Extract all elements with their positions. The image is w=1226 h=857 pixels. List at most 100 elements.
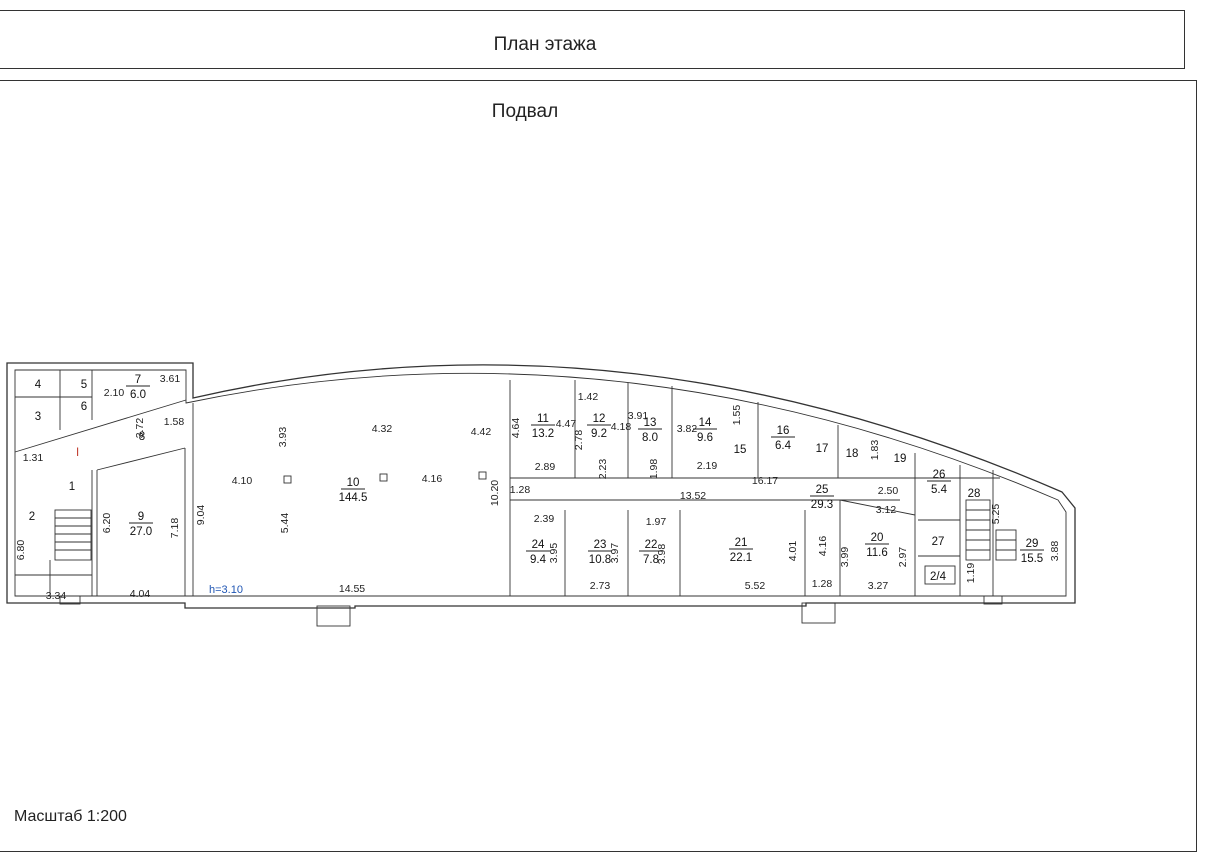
dimension-label: 2.23 (597, 459, 609, 480)
room-number-12: 12 (593, 413, 606, 425)
dimension-label: 3.93 (277, 427, 289, 448)
dimension-label: 3.12 (876, 504, 897, 516)
dimension-label: 4.04 (130, 588, 151, 600)
room-area-23: 10.8 (589, 554, 611, 566)
room-area-24: 9.4 (530, 554, 547, 566)
dimension-label: 3.88 (1049, 541, 1061, 562)
dimension-label: 3.72 (134, 418, 146, 439)
partitions (14, 370, 1000, 596)
room-number-9: 9 (138, 511, 144, 523)
columns-and-windows (59, 471, 1003, 627)
room-number-17: 17 (816, 443, 829, 455)
inner-wall-contour (14, 369, 1067, 597)
room-number-18: 18 (846, 448, 859, 460)
room-number-23: 23 (594, 539, 607, 551)
room-number-25: 25 (816, 484, 829, 496)
dimension-label: 6.80 (15, 540, 27, 561)
dimension-label: 1.83 (869, 440, 881, 461)
room-number-27: 27 (932, 536, 945, 548)
room-number-22: 22 (645, 539, 658, 551)
dimension-label: 4.01 (787, 541, 799, 562)
room-number-6: 6 (81, 401, 87, 413)
room-area-25: 29.3 (811, 499, 833, 511)
dimension-label: 1.31 (23, 452, 44, 464)
room-number-2: 2 (29, 511, 35, 523)
room-number-29: 29 (1026, 538, 1039, 550)
room-number-19: 19 (894, 453, 907, 465)
room-number-20: 20 (871, 532, 884, 544)
room-number-26: 26 (933, 469, 946, 481)
dimension-label: 5.25 (990, 504, 1002, 525)
dimension-label: 2.89 (535, 461, 556, 473)
dimension-label: 1.28 (812, 578, 833, 590)
dimension-label: 2.97 (897, 547, 909, 568)
dimension-label: 2.19 (697, 460, 718, 472)
dimension-label: 4.18 (611, 421, 632, 433)
dimension-label: 9.04 (195, 505, 207, 526)
dimension-label: 4.42 (471, 426, 492, 438)
dimension-label: 16.17 (752, 475, 778, 487)
dimension-label: 4.32 (372, 423, 393, 435)
dimension-label: 6.20 (101, 513, 113, 534)
stair-marker-label: 2/4 (930, 571, 947, 583)
scale-label: Масштаб 1:200 (14, 808, 127, 825)
room-area-29: 15.5 (1021, 553, 1043, 565)
room-number-24: 24 (532, 539, 545, 551)
room-number-21: 21 (735, 537, 748, 549)
room-area-22: 7.8 (643, 554, 659, 566)
room-area-12: 9.2 (591, 428, 607, 440)
room-area-20: 11.6 (866, 547, 888, 559)
dimension-label: 14.55 (339, 583, 365, 595)
room-area-14: 9.6 (697, 432, 713, 444)
floor-name: Подвал (491, 101, 559, 122)
room-number-11: 11 (537, 413, 549, 425)
room-number-14: 14 (699, 417, 712, 429)
dimension-label: 2.50 (878, 485, 899, 497)
title-frame (0, 10, 1185, 69)
dimension-label: 4.10 (232, 475, 253, 487)
marker-label: I (76, 447, 79, 459)
dimension-label: 10.20 (489, 480, 501, 506)
room-number-16: 16 (777, 425, 790, 437)
room-area-9: 27.0 (130, 526, 152, 538)
room-area-21: 22.1 (730, 552, 752, 564)
dimension-label: 3.91 (628, 410, 649, 422)
room-area-26: 5.4 (931, 484, 948, 496)
dimension-label: 5.44 (279, 513, 291, 534)
dimension-label: 3.34 (46, 590, 67, 602)
room-number-4: 4 (35, 379, 42, 391)
dimension-label: 3.95 (548, 543, 560, 564)
dimension-label: 2.10 (104, 387, 125, 399)
room-number-5: 5 (81, 379, 87, 391)
room-number-8: 8 (139, 431, 145, 443)
room-number-1: 1 (69, 481, 75, 493)
dimension-label: 2.78 (573, 430, 585, 451)
dimension-label: 3.98 (656, 544, 668, 565)
dimension-label: 1.58 (164, 416, 185, 428)
room-number-28: 28 (968, 488, 981, 500)
room-number-7: 7 (135, 374, 141, 386)
dimension-label: 5.52 (745, 580, 766, 592)
room-area-13: 8.0 (642, 432, 658, 444)
outer-wall (6, 362, 1076, 609)
dimension-label: 4.47 (556, 418, 577, 430)
dimension-label: 1.19 (965, 563, 977, 584)
dimension-label: 3.61 (160, 373, 181, 385)
room-number-10: 10 (347, 477, 360, 489)
dimension-label: 4.64 (510, 418, 522, 439)
ceiling-height-label: h=3.10 (209, 584, 243, 596)
dimension-label: 1.42 (578, 391, 599, 403)
room-area-10: 144.5 (339, 492, 368, 504)
page-title: План этажа (493, 34, 597, 55)
room-area-16: 6.4 (775, 440, 792, 452)
dimension-label: 4.16 (817, 536, 829, 557)
dimension-label: 2.73 (590, 580, 611, 592)
stairs (54, 499, 1017, 561)
dimension-label: 3.97 (609, 543, 621, 564)
room-number-3: 3 (35, 411, 41, 423)
dimension-label: 1.55 (731, 405, 743, 426)
